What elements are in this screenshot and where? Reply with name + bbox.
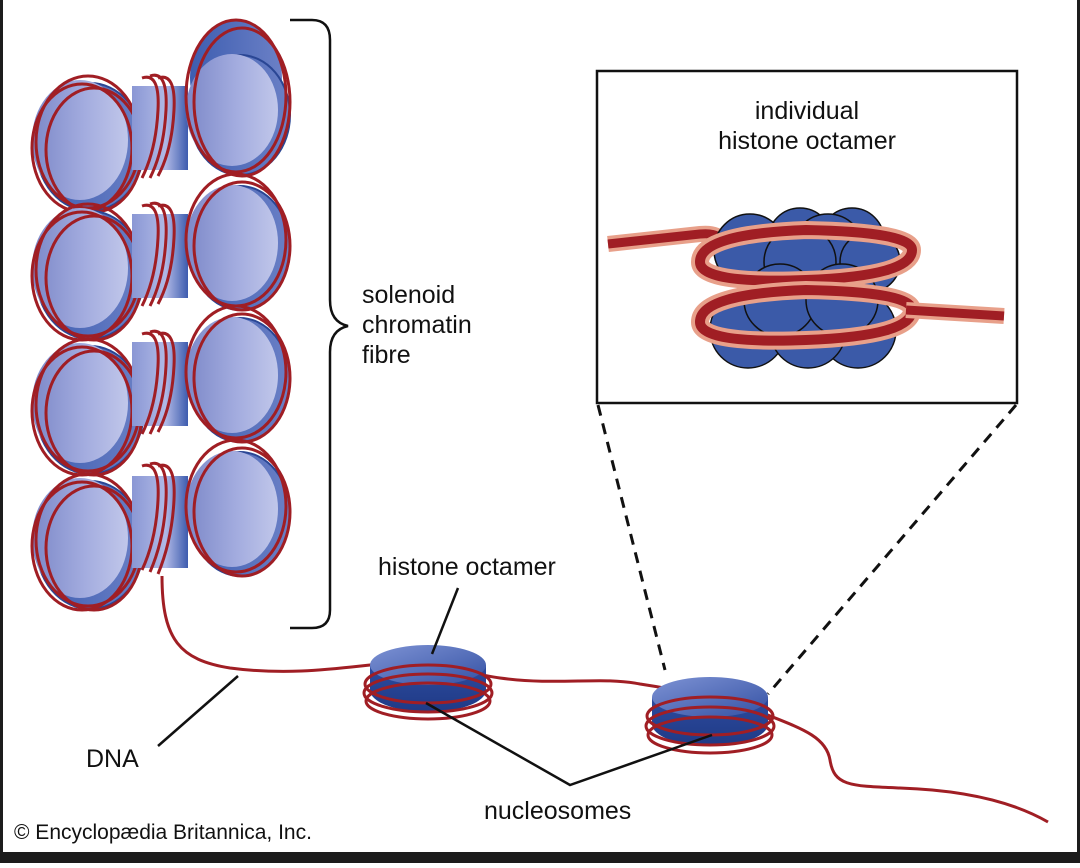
bottom-bar [0,852,1080,863]
histone-octamer-detail [607,207,1005,369]
nucleosome-2 [644,677,776,755]
dna-strand [160,575,1049,824]
solenoid-label-line-1: solenoid [362,281,456,309]
inset-title-line-1: individual [754,97,860,125]
inset-title-line-2: histone octamer [718,127,896,155]
leader-nucleosomes [425,701,713,787]
solenoid-row-1 [30,18,292,214]
zoom-line-left [596,404,667,671]
frame-edge-right [1077,0,1080,863]
solenoid-fibre [30,18,292,612]
nucleosomes-label: nucleosomes [484,797,632,825]
dna-label: DNA [86,745,139,773]
zoom-line-right [766,404,1018,695]
solenoid-brace [290,18,349,630]
solenoid-row-2 [30,172,292,342]
solenoid-row-3 [30,304,292,477]
leader-dna [157,675,239,747]
leader-histone-octamer [430,587,460,655]
histone-octamer-label: histone octamer [378,553,556,581]
inset-title: individual histone octamer [597,96,1017,156]
frame-edge-left [0,0,3,863]
solenoid-label: solenoid chromatin fibre [362,280,472,370]
copyright-credit: © Encyclopædia Britannica, Inc. [14,821,312,844]
solenoid-label-line-3: fibre [362,341,411,369]
solenoid-label-line-2: chromatin [362,311,472,339]
nucleosome-1 [362,645,494,721]
solenoid-row-4 [30,438,292,612]
